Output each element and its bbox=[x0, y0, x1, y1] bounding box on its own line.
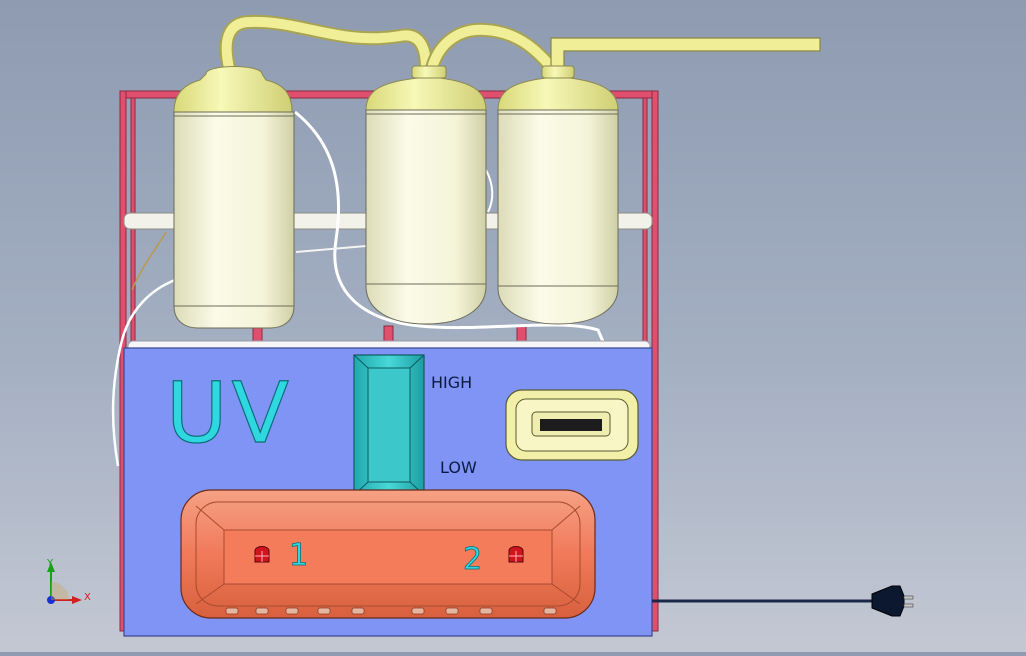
display-slot bbox=[540, 419, 602, 431]
outlet-tray[interactable] bbox=[180, 489, 596, 619]
tank-2-fitting bbox=[411, 65, 447, 79]
switch-label-low: LOW bbox=[440, 458, 477, 477]
cables bbox=[111, 110, 606, 467]
tubing bbox=[219, 14, 559, 79]
tray-edge-l bbox=[195, 505, 225, 531]
axis-label-x: X bbox=[84, 592, 91, 603]
switch-edge-tr bbox=[409, 354, 425, 369]
cable-main bbox=[294, 110, 606, 345]
tank-1[interactable] bbox=[173, 66, 295, 329]
tank-2-body bbox=[365, 109, 487, 325]
tray-edge-r bbox=[551, 505, 581, 531]
power-switch-rocker[interactable] bbox=[367, 367, 411, 483]
outlet-tray-inner bbox=[223, 529, 553, 585]
tube-1-fill bbox=[221, 16, 431, 77]
outlet-label-2: 2 bbox=[463, 542, 482, 577]
frame-right-post bbox=[651, 90, 659, 632]
tray-edge-br bbox=[551, 583, 581, 605]
plug-icon[interactable] bbox=[871, 585, 914, 617]
tube-2-fill bbox=[427, 24, 557, 73]
tank-3[interactable] bbox=[497, 65, 619, 325]
cable-short bbox=[485, 169, 494, 213]
thin-wire bbox=[131, 231, 167, 291]
switch-label-high: HIGH bbox=[431, 373, 472, 392]
power-switch[interactable] bbox=[353, 354, 425, 496]
outlet-tray-rim bbox=[195, 501, 581, 607]
indicator-light-icon bbox=[508, 546, 524, 563]
tray-vents bbox=[225, 607, 557, 615]
tank-3-fitting bbox=[541, 65, 575, 79]
axis-label-y: Y bbox=[46, 558, 54, 569]
tank-3-cap bbox=[497, 77, 619, 111]
tank-3-body bbox=[497, 109, 619, 325]
outlet-label-1: 1 bbox=[289, 538, 308, 573]
tank-2[interactable] bbox=[365, 65, 487, 325]
indicator-light-icon bbox=[254, 546, 270, 563]
thin-wire-2 bbox=[295, 245, 367, 253]
display-module[interactable] bbox=[505, 389, 639, 461]
tube-outlet bbox=[550, 37, 821, 69]
uv-logo: UV bbox=[166, 364, 293, 462]
tank-1-cap bbox=[173, 66, 293, 113]
tank-1-body bbox=[173, 111, 295, 329]
switch-edge-tl bbox=[353, 354, 369, 369]
axis-triad-icon bbox=[47, 562, 82, 604]
tank-2-cap bbox=[365, 77, 487, 111]
cable-left bbox=[111, 278, 176, 467]
tray-edge-bl bbox=[195, 583, 225, 605]
